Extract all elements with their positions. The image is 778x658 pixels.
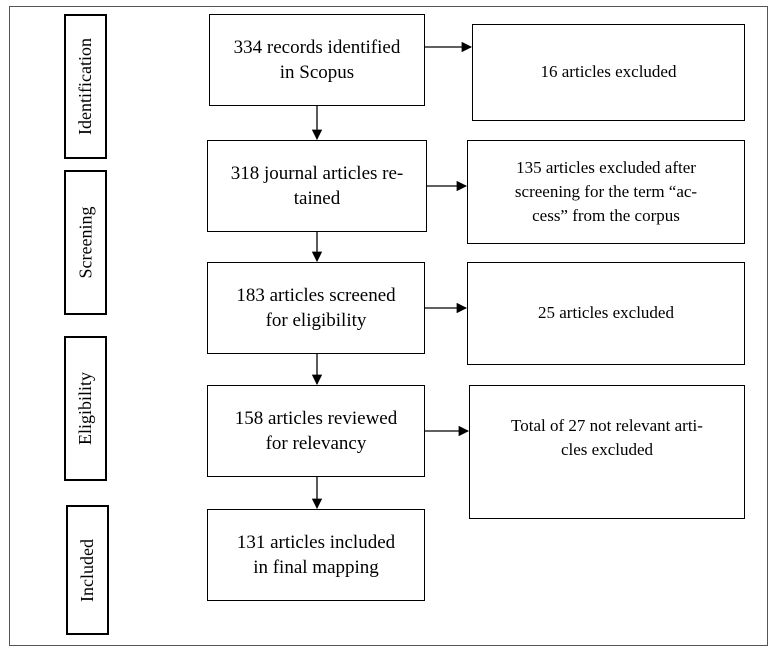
box-excluded-135-line-2: screening for the term “ac- [514,181,698,201]
box-records-identified-line-2: in Scopus [279,62,355,83]
box-excluded-16-line-1: 16 articles excluded [540,62,677,82]
box-excluded-25-line-1: 25 articles excluded [538,303,674,323]
box-excluded-135: 135 articles excluded after screening fo… [467,140,745,244]
box-excluded-27-line-1: Total of 27 not relevant arti- [511,415,703,435]
diagram-frame [9,6,768,646]
box-reviewed-relevancy-line-1: 158 articles reviewed [234,407,398,429]
box-journal-retained-line-1: 318 journal articles re- [230,162,404,184]
box-included-final: 131 articles included in final mapping [207,509,425,601]
box-screened-eligibility-line-2: for eligibility [265,310,367,331]
box-reviewed-relevancy: 158 articles reviewed for relevancy [207,385,425,477]
box-journal-retained-line-2: tained [293,188,341,209]
box-excluded-135-line-3: cess” from the corpus [532,206,680,226]
box-excluded-135-line-1: 135 articles excluded after [516,157,696,177]
box-included-final-line-1: 131 articles included [236,531,396,553]
stage-screening: Screening [64,170,107,315]
box-excluded-27-line-2: cles excluded [560,440,654,459]
box-records-identified: 334 records identified in Scopus [209,14,425,106]
box-included-final-line-2: in final mapping [253,557,379,578]
box-excluded-25: 25 articles excluded [467,262,745,365]
stage-identification: Identification [64,14,107,159]
box-excluded-16: 16 articles excluded [472,24,745,121]
box-reviewed-relevancy-line-2: for relevancy [265,433,367,454]
stage-included: Included [66,505,109,635]
box-screened-eligibility: 183 articles screened for eligibility [207,262,425,354]
box-excluded-27: Total of 27 not relevant arti- cles excl… [469,385,745,519]
box-screened-eligibility-line-1: 183 articles screened [236,284,396,306]
box-records-identified-line-1: 334 records identified [233,36,401,58]
box-journal-retained: 318 journal articles re- tained [207,140,427,232]
stage-eligibility: Eligibility [64,336,107,481]
